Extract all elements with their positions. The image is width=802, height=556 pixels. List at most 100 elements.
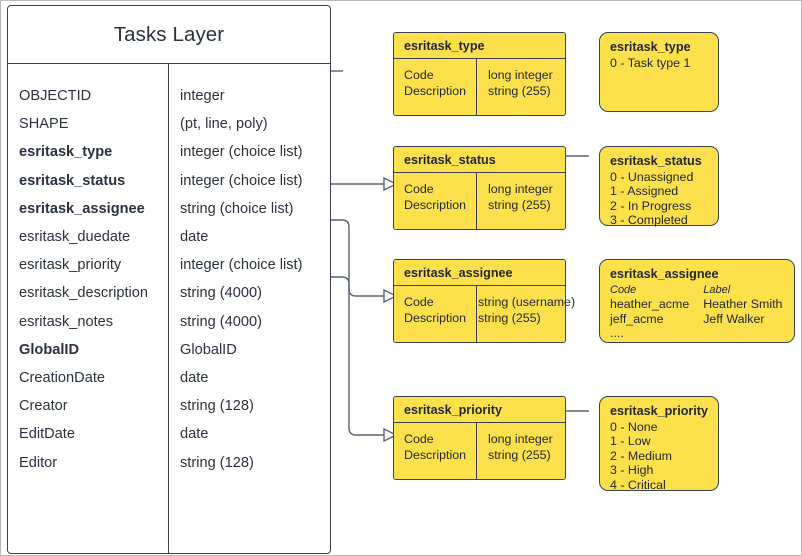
- domain-table-columns: Code Description long integer string (25…: [394, 173, 565, 230]
- value-list-header-row: Code Label: [610, 283, 796, 298]
- value-list-item: 1 - Low: [610, 434, 651, 449]
- divider: [394, 58, 565, 60]
- connector-assignee: [331, 219, 384, 297]
- domain-col-right: string (username) string (255): [466, 286, 575, 342]
- value-list-row: jeff_acme Jeff Walker: [610, 312, 796, 327]
- value-list-item: 3 - Completed: [610, 213, 688, 228]
- value-list-row: heather_acme Heather Smith: [610, 297, 796, 312]
- domain-col-left: Code Description: [394, 286, 466, 342]
- value-list-title: esritask_type: [610, 40, 691, 54]
- field-name: esritask_description: [19, 285, 148, 302]
- domain-row-label: Code: [404, 432, 434, 447]
- table-row: esritask_assignee string (choice list): [8, 195, 330, 223]
- entity-table-tasks-layer: Tasks Layer OBJECTID integer SHAPE (pt, …: [7, 5, 331, 554]
- table-row: esritask_duedate date: [8, 223, 330, 251]
- field-name: OBJECTID: [19, 88, 92, 105]
- field-name: EditDate: [19, 426, 75, 443]
- field-name: Creator: [19, 398, 68, 415]
- divider: [394, 285, 565, 287]
- value-list-col-label: Label: [703, 283, 731, 296]
- table-row: Creator string (128): [8, 392, 330, 420]
- table-row: OBJECTID integer: [8, 82, 330, 110]
- value-label: Heather Smith: [703, 297, 783, 312]
- table-row: SHAPE (pt, line, poly): [8, 110, 330, 138]
- field-type: integer (choice list): [180, 172, 303, 189]
- domain-row-type: long integer: [488, 432, 553, 447]
- connector-priority: [331, 276, 384, 436]
- domain-row-type: string (255): [488, 83, 551, 98]
- field-type: date: [180, 229, 209, 246]
- field-name: esritask_duedate: [19, 229, 131, 246]
- table-row: esritask_type integer (choice list): [8, 138, 330, 166]
- value-list-body: esritask_assignee Code Label heather_acm…: [600, 260, 794, 341]
- field-type: date: [180, 426, 209, 443]
- domain-row-type: long integer: [488, 182, 553, 197]
- domain-col-left: Code Description: [394, 423, 476, 479]
- field-name: esritask_notes: [19, 313, 114, 330]
- value-list-esritask-status: esritask_status 0 - Unassigned 1 - Assig…: [599, 146, 719, 228]
- domain-row-label: Code: [404, 295, 434, 310]
- value-label: [703, 326, 796, 341]
- column-divider: [476, 173, 478, 230]
- field-name: esritask_assignee: [19, 200, 145, 217]
- domain-col-right: long integer string (255): [476, 59, 565, 115]
- domain-table-title: esritask_status: [404, 153, 496, 167]
- entity-field-rows: OBJECTID integer SHAPE (pt, line, poly) …: [8, 64, 330, 477]
- value-list-item: 1 - Assigned: [610, 184, 679, 199]
- value-list-body: esritask_priority 0 - None 1 - Low 2 - M…: [600, 397, 718, 493]
- field-type: string (4000): [180, 313, 262, 330]
- value-list-body: esritask_type 0 - Task type 1: [600, 33, 718, 70]
- entity-column-divider: [168, 64, 170, 553]
- field-name: esritask_status: [19, 172, 126, 189]
- table-row: EditDate date: [8, 420, 330, 448]
- domain-row-label: Description: [404, 447, 466, 462]
- value-list-title: esritask_priority: [610, 404, 709, 418]
- value-list-item: 2 - Medium: [610, 448, 672, 463]
- field-type: integer: [180, 88, 225, 105]
- value-list-esritask-assignee: esritask_assignee Code Label heather_acm…: [599, 259, 795, 343]
- field-type: (pt, line, poly): [180, 116, 268, 133]
- column-divider: [476, 59, 478, 116]
- value-list-item: 0 - None: [610, 419, 658, 434]
- domain-col-left: Code Description: [394, 173, 476, 229]
- domain-row-label: Code: [404, 182, 434, 197]
- value-code: heather_acme: [610, 297, 690, 312]
- value-list-item: 2 - In Progress: [610, 198, 692, 213]
- column-divider: [476, 286, 478, 343]
- field-type: date: [180, 369, 209, 386]
- value-code: ....: [610, 326, 624, 341]
- value-code: jeff_acme: [610, 311, 664, 326]
- domain-table-title: esritask_priority: [404, 403, 503, 417]
- domain-row-label: Code: [404, 68, 434, 83]
- field-name: CreationDate: [19, 369, 105, 386]
- field-name: SHAPE: [19, 116, 69, 133]
- field-type: integer (choice list): [180, 144, 303, 161]
- value-list-item: 3 - High: [610, 463, 654, 478]
- value-list-esritask-priority: esritask_priority 0 - None 1 - Low 2 - M…: [599, 396, 719, 493]
- domain-col-right: long integer string (255): [476, 173, 565, 229]
- entity-title: Tasks Layer: [8, 6, 330, 64]
- field-type: GlobalID: [180, 341, 237, 358]
- domain-table-columns: Code Description string (username) strin…: [394, 286, 575, 343]
- table-row: Editor string (128): [8, 448, 330, 476]
- value-list-item: 0 - Task type 1: [610, 55, 691, 70]
- domain-table-title: esritask_assignee: [404, 266, 513, 280]
- value-list-table: Code Label heather_acme Heather Smith je…: [610, 283, 796, 341]
- field-type: integer (choice list): [180, 257, 303, 274]
- domain-row-label: Description: [404, 83, 466, 98]
- domain-row-type: long integer: [488, 68, 553, 83]
- field-type: string (128): [180, 454, 254, 471]
- value-label: Jeff Walker: [703, 311, 765, 326]
- value-list-item: 4 - Critical: [610, 477, 666, 492]
- value-list-title: esritask_status: [610, 154, 702, 168]
- field-name: Editor: [19, 454, 58, 471]
- field-name: esritask_type: [19, 144, 113, 161]
- domain-table-esritask-priority: esritask_priority Code Description long …: [393, 396, 566, 480]
- domain-row-label: Description: [404, 310, 466, 325]
- value-list-esritask-type: esritask_type 0 - Task type 1: [599, 32, 719, 112]
- field-type: string (4000): [180, 285, 262, 302]
- domain-row-type: string (255): [477, 310, 541, 325]
- table-row: esritask_notes string (4000): [8, 308, 330, 336]
- table-row: CreationDate date: [8, 364, 330, 392]
